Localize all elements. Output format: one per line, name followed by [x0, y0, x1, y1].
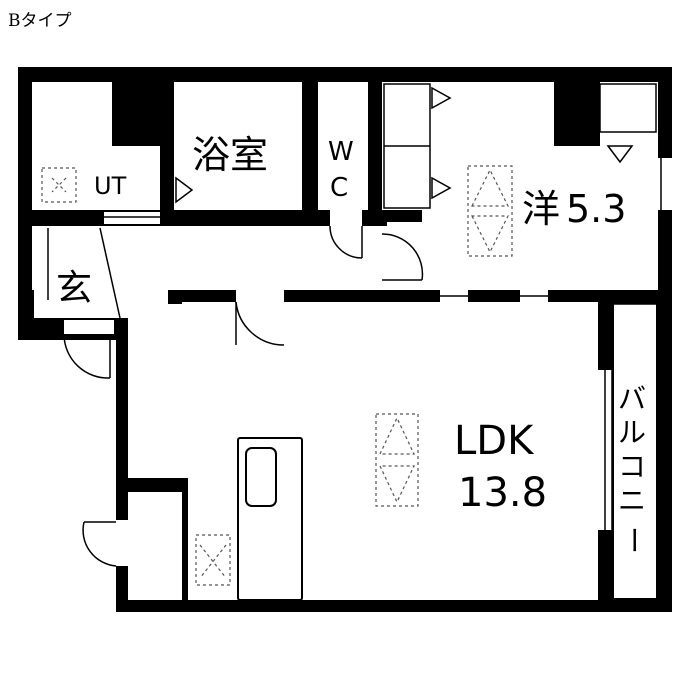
- label-wc-w: W: [328, 137, 354, 167]
- window-lines: [104, 158, 662, 611]
- label-balcony: バ ル コ ニ ー: [617, 382, 650, 554]
- label-ldk-size: 13.8: [458, 470, 547, 516]
- closet-doors: [175, 83, 657, 209]
- door-swings: [47, 225, 424, 567]
- balcony-char: ニ: [618, 484, 646, 517]
- label-western-prefix: 洋: [522, 187, 560, 231]
- kitchen-counter: [237, 437, 303, 601]
- balcony-char: バ: [618, 382, 646, 415]
- appliance-markers: [41, 165, 513, 586]
- balcony-char: ル: [618, 416, 646, 449]
- label-ut: UT: [94, 172, 127, 200]
- label-ldk: LDK: [454, 418, 535, 464]
- balcony-char: ー: [617, 526, 650, 554]
- label-western-size: 5.3: [566, 187, 626, 231]
- plan-title: Bタイプ: [8, 11, 72, 31]
- wall-openings: [64, 158, 672, 566]
- label-entrance: 玄: [56, 268, 92, 309]
- balcony-char: コ: [618, 450, 646, 483]
- label-bath: 浴室: [192, 133, 268, 177]
- label-wc-c: C: [330, 173, 348, 203]
